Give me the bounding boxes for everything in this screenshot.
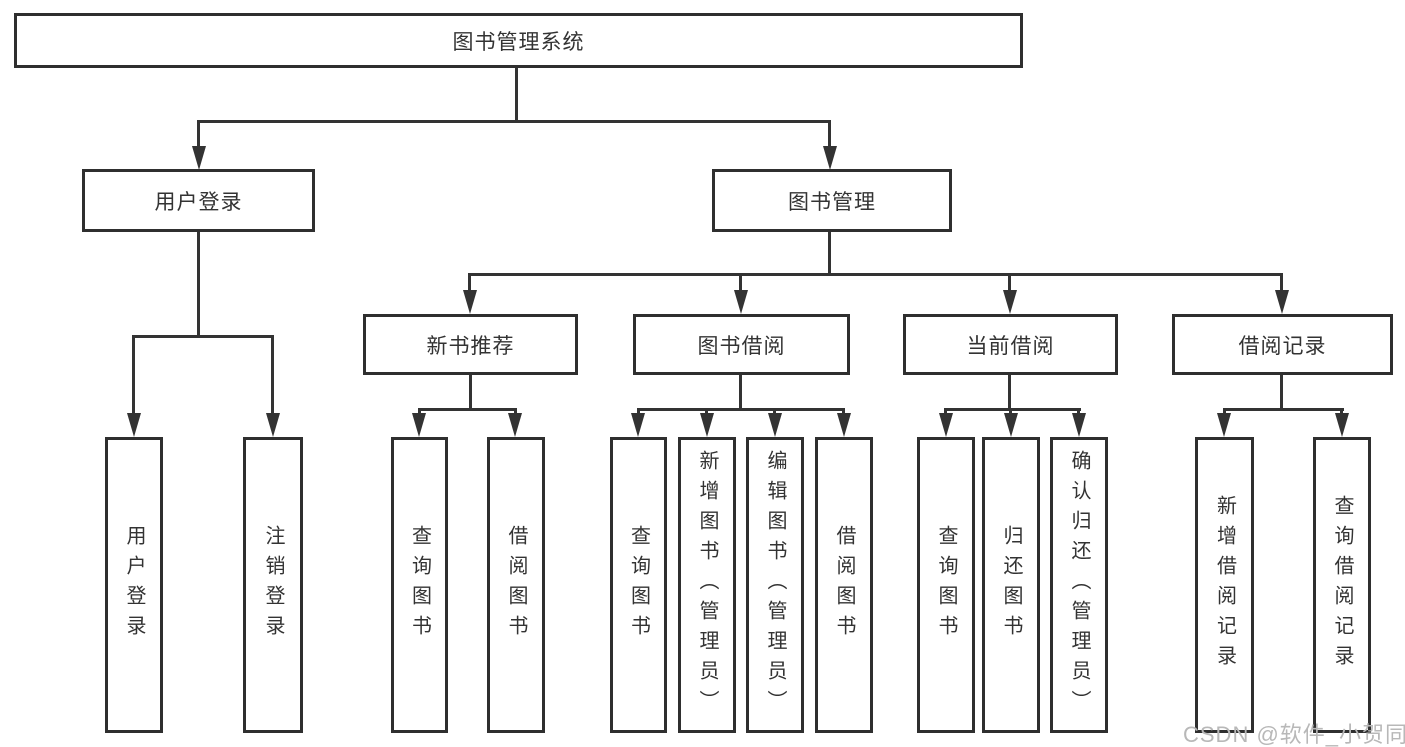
connector-segment <box>468 273 471 292</box>
node-user-login-leaf-label: 用户登录 <box>123 525 145 645</box>
connector-segment <box>1077 408 1080 416</box>
node-recommend-borrow-books-label: 借阅图书 <box>505 525 527 645</box>
arrowhead <box>631 413 645 437</box>
connector-segment <box>637 408 640 416</box>
arrowhead <box>823 146 837 170</box>
node-add-borrow-record: 新增借阅记录 <box>1195 437 1254 733</box>
node-edit-book-admin-label: 编辑图书（管理员） <box>764 450 786 720</box>
node-confirm-return-admin-label: 确认归还（管理员） <box>1068 450 1090 720</box>
connector-segment <box>468 273 1283 276</box>
node-book-mgmt-label: 图书管理 <box>788 190 876 214</box>
node-user-login: 用户登录 <box>82 169 315 232</box>
connector-segment <box>842 408 845 416</box>
node-current-query-books-label: 查询图书 <box>935 525 957 645</box>
arrowhead <box>508 413 522 437</box>
connector-segment <box>944 408 947 416</box>
connector-segment <box>1008 375 1011 408</box>
node-book-mgmt: 图书管理 <box>712 169 952 232</box>
connector-segment <box>132 335 135 415</box>
connector-segment <box>469 375 472 408</box>
arrowhead <box>266 413 280 437</box>
connector-segment <box>828 120 831 150</box>
arrowhead <box>1004 413 1018 437</box>
node-return-book-label: 归还图书 <box>1000 525 1022 645</box>
connector-segment <box>828 232 831 273</box>
node-new-book-recommend-label: 新书推荐 <box>426 334 515 358</box>
arrowhead <box>1335 413 1349 437</box>
connector-segment <box>197 232 200 335</box>
connector-segment <box>515 68 518 120</box>
node-query-borrow-record: 查询借阅记录 <box>1313 437 1371 733</box>
node-recommend-query-books: 查询图书 <box>391 437 448 733</box>
connector-segment <box>132 335 274 338</box>
connector-segment <box>197 120 200 150</box>
arrowhead <box>1217 413 1231 437</box>
connector-segment <box>197 120 831 123</box>
connector-segment <box>739 375 742 408</box>
watermark: CSDN @软件_小贺同学 <box>1183 722 1405 747</box>
connector-segment <box>1223 408 1226 416</box>
node-logout: 注销登录 <box>243 437 303 733</box>
node-recommend-borrow-books: 借阅图书 <box>487 437 545 733</box>
arrowhead <box>837 413 851 437</box>
connector-segment <box>271 335 274 415</box>
node-borrow-records-label: 借阅记录 <box>1238 334 1327 358</box>
node-borrow-query-books: 查询图书 <box>610 437 667 733</box>
connector-segment <box>1223 408 1344 411</box>
node-confirm-return-admin: 确认归还（管理员） <box>1050 437 1108 733</box>
connector-segment <box>1009 408 1012 416</box>
node-logout-label: 注销登录 <box>262 525 284 645</box>
node-borrow-query-books-label: 查询图书 <box>627 525 650 645</box>
node-query-borrow-record-label: 查询借阅记录 <box>1331 495 1353 675</box>
arrowhead <box>463 290 477 314</box>
arrowhead <box>192 146 206 170</box>
arrowhead <box>1275 290 1289 314</box>
node-user-login-leaf: 用户登录 <box>105 437 163 733</box>
connector-segment <box>705 408 708 416</box>
connector-segment <box>739 273 742 292</box>
arrowhead <box>734 290 748 314</box>
connector-segment <box>944 408 1081 411</box>
node-return-book: 归还图书 <box>982 437 1040 733</box>
node-current-borrow-label: 当前借阅 <box>966 334 1055 358</box>
connector-segment <box>1340 408 1343 416</box>
node-add-book-admin: 新增图书（管理员） <box>678 437 736 733</box>
node-new-book-recommend: 新书推荐 <box>363 314 578 375</box>
node-user-login-label: 用户登录 <box>154 190 243 214</box>
arrowhead <box>1072 413 1086 437</box>
connector-segment <box>418 408 517 411</box>
node-book-borrow-label: 图书借阅 <box>697 334 786 358</box>
arrowhead <box>700 413 714 437</box>
node-borrow-records: 借阅记录 <box>1172 314 1393 375</box>
node-recommend-query-books-label: 查询图书 <box>408 525 431 645</box>
connector-segment <box>514 408 517 416</box>
arrowhead <box>412 413 426 437</box>
connector-segment <box>1280 273 1283 292</box>
connector-segment <box>637 408 845 411</box>
node-add-book-admin-label: 新增图书（管理员） <box>696 450 718 720</box>
node-book-borrow: 图书借阅 <box>633 314 850 375</box>
node-root-label: 图书管理系统 <box>452 30 585 54</box>
connector-segment <box>418 408 421 416</box>
arrowhead <box>768 413 782 437</box>
node-root: 图书管理系统 <box>14 13 1023 68</box>
node-borrow-borrow-books-label: 借阅图书 <box>833 525 855 645</box>
arrowhead <box>939 413 953 437</box>
node-current-query-books: 查询图书 <box>917 437 975 733</box>
node-borrow-borrow-books: 借阅图书 <box>815 437 873 733</box>
node-current-borrow: 当前借阅 <box>903 314 1118 375</box>
node-add-borrow-record-label: 新增借阅记录 <box>1213 495 1236 675</box>
connector-segment <box>1280 375 1283 408</box>
connector-segment <box>773 408 776 416</box>
arrowhead <box>127 413 141 437</box>
connector-segment <box>1008 273 1011 292</box>
node-edit-book-admin: 编辑图书（管理员） <box>746 437 804 733</box>
arrowhead <box>1003 290 1017 314</box>
